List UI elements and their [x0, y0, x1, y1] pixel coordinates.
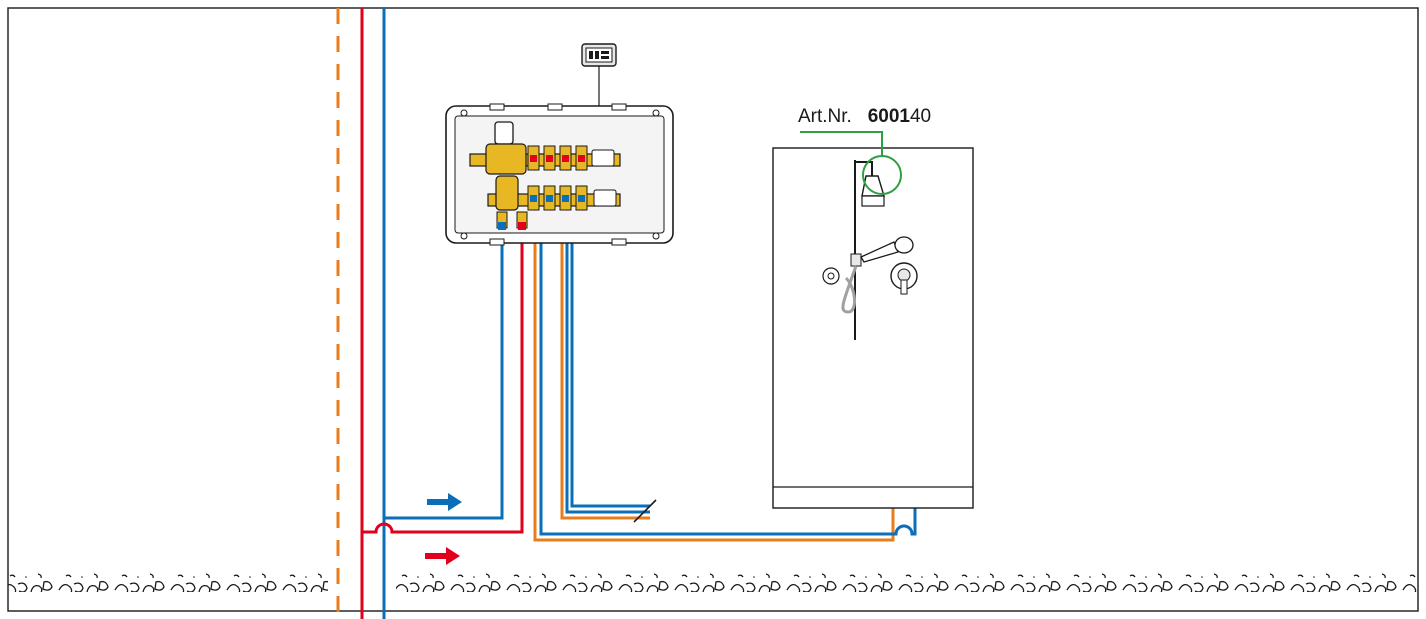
hot-water-supply-pipe: [360, 8, 524, 534]
frame-border: [7, 7, 1419, 612]
floor-gravel-left: [8, 570, 328, 592]
cold-branch-stub-1: [565, 230, 650, 514]
cold-branch-to-shower: [539, 158, 917, 536]
thermostatic-head: [494, 121, 514, 145]
control-panel-icon: [581, 43, 617, 67]
product-number-label: Art.Nr. 600140: [798, 106, 931, 128]
upper-manifold: [469, 143, 621, 175]
article-number-bold: 6001: [867, 106, 910, 127]
shower-head-icon: [855, 161, 885, 207]
mixer-valve-icon: [890, 262, 918, 295]
flow-arrow-icon: [425, 547, 460, 565]
lower-manifold: [487, 175, 621, 230]
article-number-rest: 40: [909, 106, 932, 127]
floor-gravel-right: [396, 570, 1418, 592]
hot-branch-stub: [560, 158, 650, 520]
rail-slider: [850, 253, 862, 267]
hand-shower-icon: [822, 236, 914, 314]
cold-water-supply-pipe: [384, 228, 504, 520]
pipe-break-mark: [633, 499, 657, 523]
shower-enclosure: [772, 147, 974, 509]
cold-branch-stub-2: [570, 230, 650, 508]
label-leader-line: [800, 131, 883, 156]
manifold-box: [445, 103, 674, 246]
article-prefix: Art.Nr.: [798, 106, 852, 127]
flow-arrow-icon: [427, 493, 462, 511]
